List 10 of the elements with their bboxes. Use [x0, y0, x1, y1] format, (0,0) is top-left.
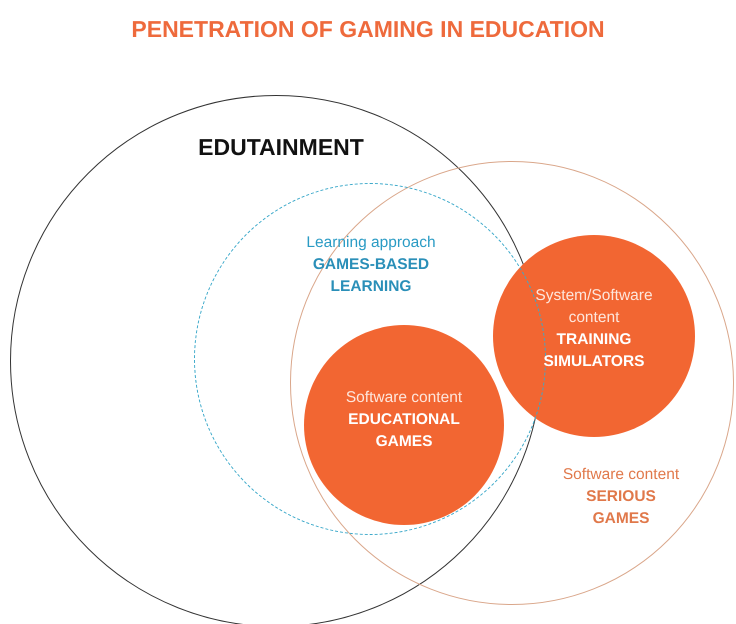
- circle-heading: TRAINING SIMULATORS: [542, 330, 646, 372]
- circle-subtitle: Learning approach: [306, 233, 436, 253]
- circle-subtitle: Software content: [562, 465, 680, 485]
- circle-subtitle: Software content: [346, 388, 462, 408]
- circle-heading: GAMES-BASED LEARNING: [312, 255, 430, 297]
- circle-heading: SERIOUS GAMES: [585, 487, 657, 529]
- circle-heading: EDUTAINMENT: [198, 136, 364, 158]
- diagram-title: PENETRATION OF GAMING IN EDUCATION: [130, 16, 606, 43]
- circle-subtitle: System/Software content: [534, 286, 654, 328]
- circle-heading: EDUCATIONAL GAMES: [347, 410, 461, 452]
